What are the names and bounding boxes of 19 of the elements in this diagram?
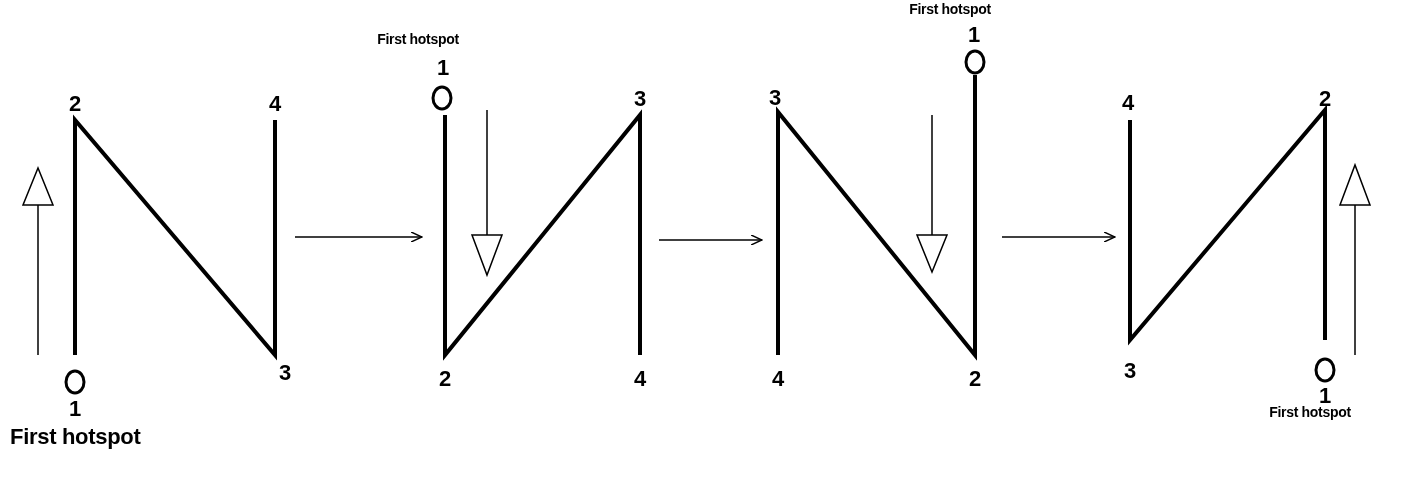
point-number: 3: [633, 88, 647, 110]
point-number: 2: [438, 368, 452, 390]
point-number: 4: [771, 368, 785, 390]
arrow: [294, 231, 423, 243]
point-number: 2: [1318, 88, 1332, 110]
point-number: 4: [633, 368, 647, 390]
point-number: 1: [68, 398, 82, 420]
point-number: 3: [1123, 360, 1137, 382]
point-number: 3: [768, 87, 782, 109]
point-number: 2: [68, 93, 82, 115]
point-number: 2: [968, 368, 982, 390]
point-number: 1: [436, 57, 450, 79]
arrow: [1001, 231, 1116, 243]
point-number: 4: [1121, 92, 1135, 114]
point-number: 4: [268, 93, 282, 115]
point-number: 1: [967, 24, 981, 46]
arrow: [658, 234, 763, 246]
point-number: 1: [1318, 385, 1332, 407]
point-number: 3: [278, 362, 292, 384]
